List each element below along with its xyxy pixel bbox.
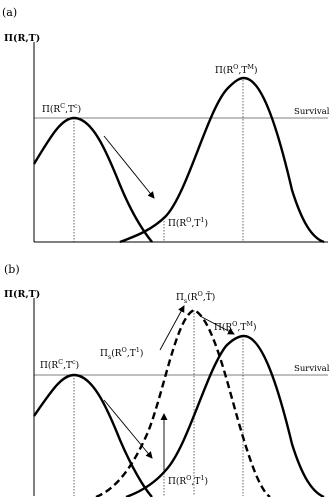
panel-b-pointer-s-peak: [159, 305, 185, 351]
panel-a-current-curve: [32, 116, 153, 243]
panel-a-outside-peak-label: Π(RO,TM): [215, 63, 258, 76]
panel-a-y-axis-label: Π(R,T): [4, 33, 40, 44]
panel-b-shifted-peak-label: Πs(RO,T̄): [176, 290, 215, 305]
panel-b-outside-curve: [125, 334, 325, 497]
panel-a-shift-arrow: [103, 135, 155, 199]
panel-b-shifted-curve: [95, 308, 271, 497]
panel-b-shifted-start-label: Πs(RO,T1): [100, 346, 143, 361]
panel-b-tag: (b): [4, 263, 20, 276]
panel-b-outside-start-label: Π(RO,T1): [168, 474, 208, 487]
panel-b-current-peak-label: Π(RC,Tc): [40, 358, 79, 371]
panel-a-tag: (a): [2, 6, 17, 19]
panel-a-outside-curve: [119, 76, 325, 244]
panel-a-current-peak-label: Π(RC,Tc): [42, 102, 81, 115]
panel-a-survival-label: Survival: [294, 107, 330, 117]
panel-b-outside-peak-label: Π(RO,TM): [214, 320, 257, 333]
panel-b-survival-label: Survival: [294, 364, 330, 374]
panel-b-current-curve: [33, 373, 153, 497]
panel-a-outside-start-label: Π(RO,T1): [168, 216, 208, 229]
panel-b: (b) Π(R,T) Survival Π(RC,Tc) Πs(RO,T̄) Π…: [4, 263, 330, 497]
panel-b-y-axis-label: Π(R,T): [4, 289, 40, 300]
panel-a: (a) Π(R,T) Survival Π(RC,Tc) Π(RO,TM) Π(…: [2, 6, 330, 244]
panel-b-shift-arrow-outside: [199, 315, 235, 335]
panel-b-shift-arrow-current: [103, 399, 153, 459]
